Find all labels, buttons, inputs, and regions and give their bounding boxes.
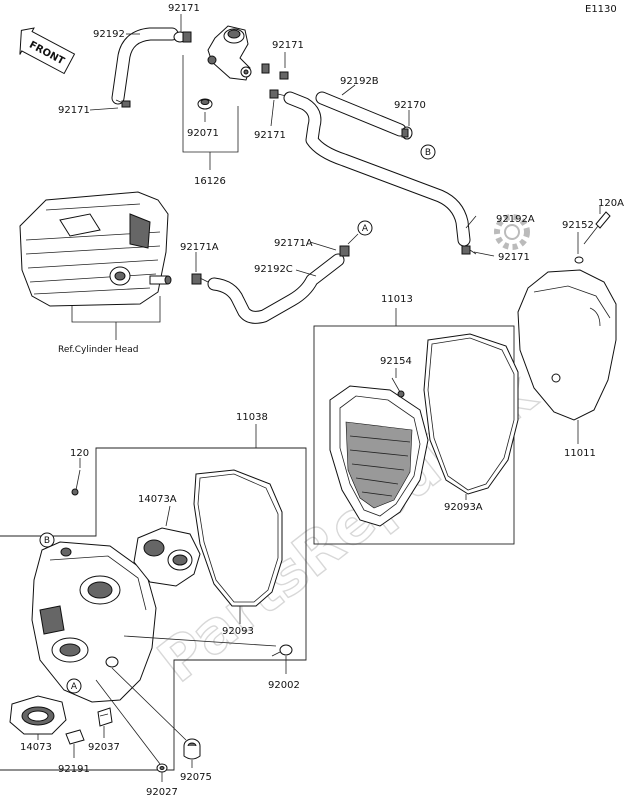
label-92191: 92191 bbox=[58, 764, 90, 775]
clamp-92171-top bbox=[173, 31, 192, 43]
label-92075: 92075 bbox=[180, 772, 212, 783]
label-92027: 92027 bbox=[146, 787, 178, 798]
label-92171-left: 92171 bbox=[58, 105, 90, 116]
label-120: 120 bbox=[70, 448, 89, 459]
gasket-92093a bbox=[423, 333, 519, 495]
bracket-16126 bbox=[182, 55, 239, 170]
cylinder-head bbox=[19, 191, 169, 307]
label-14073: 14073 bbox=[20, 742, 52, 753]
label-11038: 11038 bbox=[236, 412, 268, 423]
hose-92192a bbox=[283, 91, 471, 247]
ref-a-upper: A bbox=[357, 220, 373, 236]
label-92152: 92152 bbox=[562, 220, 594, 231]
grommet-92071 bbox=[197, 98, 213, 110]
label-92171a-right: 92171A bbox=[274, 238, 313, 249]
grommet-92075 bbox=[183, 738, 201, 760]
air-cleaner-cover-11011 bbox=[517, 269, 617, 421]
label-92192: 92192 bbox=[93, 29, 125, 40]
air-filter-element-11013 bbox=[329, 385, 429, 527]
label-92170: 92170 bbox=[394, 100, 426, 111]
label-92171-valve-right: 92171 bbox=[272, 40, 304, 51]
svg-text:A: A bbox=[362, 224, 369, 234]
label-92002: 92002 bbox=[268, 680, 300, 691]
box-11038 bbox=[0, 447, 307, 771]
label-92154: 92154 bbox=[380, 356, 412, 367]
gear-icon bbox=[494, 214, 530, 250]
label-92171-hose-end: 92171 bbox=[498, 252, 530, 263]
clamp-92171-left bbox=[115, 99, 131, 108]
label-11013: 11013 bbox=[381, 294, 413, 305]
hose-92192c bbox=[207, 253, 345, 324]
svg-text:B: B bbox=[44, 536, 50, 546]
hose-92192 bbox=[111, 27, 179, 105]
washer-92027 bbox=[156, 763, 168, 773]
svg-text:A: A bbox=[71, 682, 78, 692]
label-16126: 16126 bbox=[194, 176, 226, 187]
bolt-120a bbox=[583, 211, 611, 245]
label-92192a: 92192A bbox=[496, 214, 535, 225]
clamp-92171-valve-right bbox=[261, 63, 289, 80]
duct-14073a bbox=[133, 527, 201, 587]
hose-92192b bbox=[315, 91, 407, 137]
label-92192b: 92192B bbox=[340, 76, 379, 87]
label-92037: 92037 bbox=[88, 742, 120, 753]
label-92171-mid: 92171 bbox=[254, 130, 286, 141]
duct-14073 bbox=[9, 695, 67, 735]
air-cleaner-housing bbox=[31, 541, 157, 703]
clamp-92171a-left bbox=[191, 273, 209, 285]
label-92171a-left: 92171A bbox=[180, 242, 219, 253]
clamp-92171a-right bbox=[339, 245, 350, 257]
label-92093a: 92093A bbox=[444, 502, 483, 513]
clamp-92170 bbox=[401, 126, 413, 140]
svg-text:B: B bbox=[425, 148, 431, 158]
label-92192c: 92192C bbox=[254, 264, 293, 275]
clamp-92171-hose-end bbox=[461, 245, 477, 255]
washer-92152 bbox=[574, 256, 584, 264]
screw-92154 bbox=[391, 377, 405, 398]
label-92071: 92071 bbox=[187, 128, 219, 139]
bolt-92002 bbox=[271, 644, 293, 657]
label-14073a: 14073A bbox=[138, 494, 177, 505]
gasket-92093 bbox=[193, 469, 283, 607]
clip-92037 bbox=[97, 707, 113, 727]
diagram-code: E1130 bbox=[585, 4, 617, 15]
bolt-120 bbox=[71, 469, 81, 496]
label-92093: 92093 bbox=[222, 626, 254, 637]
clamp-92171-mid bbox=[269, 89, 287, 99]
air-switching-valve bbox=[207, 25, 252, 81]
front-arrow-icon: FRONT bbox=[19, 27, 76, 75]
ref-a-lower: A bbox=[66, 678, 82, 694]
ref-b-top: B bbox=[420, 144, 436, 160]
label-11011: 11011 bbox=[564, 448, 596, 459]
label-120a: 120A bbox=[598, 198, 624, 209]
label-ref-cylinder-head: Ref.Cylinder Head bbox=[58, 345, 138, 355]
pipe-fitting bbox=[149, 275, 172, 285]
cap-92191 bbox=[65, 729, 85, 745]
label-92171-top: 92171 bbox=[168, 3, 200, 14]
ref-b-lower: B bbox=[39, 532, 55, 548]
